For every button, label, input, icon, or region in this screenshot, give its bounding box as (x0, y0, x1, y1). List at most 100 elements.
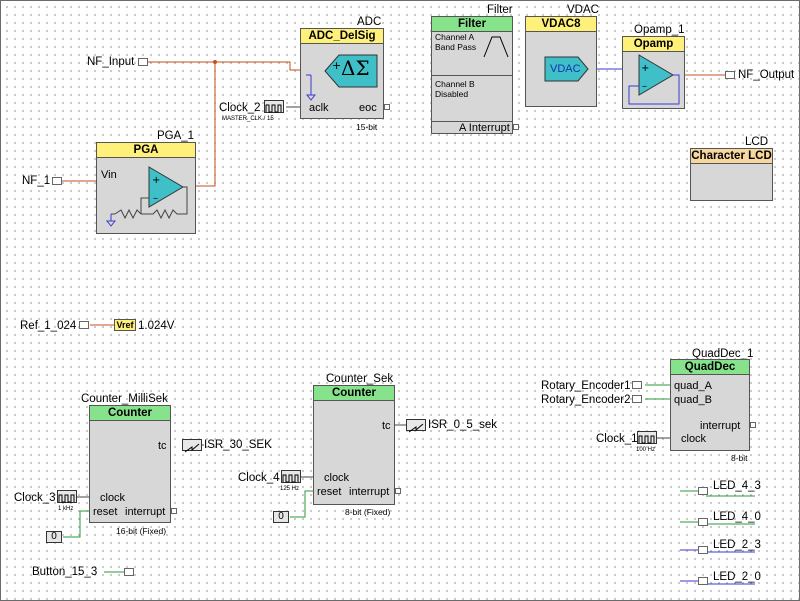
wire-pga-out[interactable] (188, 62, 216, 187)
clock-4-icon[interactable] (281, 470, 301, 483)
counter-sek-block[interactable]: Counter tc clock reset interrupt (313, 385, 395, 505)
clock-2-freq: MASTER_CLK / 15 (222, 116, 274, 122)
constant-0-box-1[interactable]: 0 (46, 531, 62, 543)
quaddec-footer: 8-bit (731, 453, 748, 463)
counter-sek-type: Counter (314, 386, 394, 401)
adc-footer: 15-bit (356, 122, 378, 132)
led-4-0-pin-icon[interactable] (698, 518, 708, 526)
quaddec-interrupt-terminal[interactable] (750, 422, 756, 428)
led-2-0-pin-icon[interactable] (698, 577, 708, 585)
pga-amplifier-icon: + – (105, 166, 188, 227)
counter-sek-port-reset: reset (317, 486, 342, 498)
nf-input-pin-icon[interactable] (138, 58, 148, 66)
counter-sek-footer: 8-bit (Fixed) (345, 507, 391, 517)
nf-output-label: NF_Output (738, 69, 795, 81)
clock-2-icon[interactable] (264, 100, 284, 113)
clock-2-label: Clock_2 (219, 102, 261, 114)
led-2-3-label: LED_2_3 (713, 539, 761, 551)
filter-block[interactable]: Filter Channel A Band Pass Channel B Dis… (431, 16, 513, 134)
button-pin-icon[interactable] (124, 568, 134, 576)
wire-reset-1[interactable] (63, 510, 90, 538)
adc-delsig-block[interactable]: ADC_DelSig + ΔΣ aclk eoc (300, 28, 384, 119)
square-wave-icon (265, 104, 282, 113)
wire-nf-input[interactable] (148, 61, 303, 71)
rotary-1-pin-icon[interactable] (632, 381, 642, 389)
ref-label: Ref_1_024 (20, 320, 77, 332)
adc-port-eoc: eoc (359, 102, 377, 114)
adc-symbol: ΔΣ (341, 56, 370, 80)
vref-value: 1.024V (138, 320, 175, 332)
square-wave-icon (282, 474, 299, 483)
counter-millisek-type: Counter (90, 406, 170, 421)
adc-eoc-terminal[interactable] (384, 104, 390, 110)
clock-3-label: Clock_3 (14, 492, 56, 504)
svg-text:–: – (642, 81, 647, 92)
counter-sek-interrupt-terminal[interactable] (395, 488, 401, 494)
rotary-2-pin-icon[interactable] (632, 395, 642, 403)
clock-1-label: Clock_1 (596, 433, 638, 445)
filter-interrupt-terminal[interactable] (513, 124, 519, 130)
button-label: Button_15_3 (32, 566, 98, 578)
quaddec-block[interactable]: QuadDec quad_A quad_B interrupt clock (670, 359, 750, 451)
opamp-triangle-icon: + – (628, 54, 680, 105)
led-2-3-pin-icon[interactable] (698, 546, 708, 554)
clock-4-freq: 125 Hz (280, 486, 300, 492)
pga-block[interactable]: PGA Vin + – (96, 142, 196, 234)
square-wave-icon (58, 494, 75, 503)
interrupt-bolt-icon (408, 423, 424, 433)
adc-type-label: ADC_DelSig (301, 29, 383, 44)
pga-port-vin: Vin (101, 169, 117, 181)
quaddec-port-interrupt: interrupt (700, 420, 741, 432)
wire-reset-2[interactable] (290, 490, 314, 518)
filter-ch-a-line1: Channel A (435, 32, 475, 42)
counter-sek-instance: Counter_Sek (326, 373, 394, 385)
constant-0-box-2[interactable]: 0 (273, 511, 289, 523)
filter-port-interrupt: A Interrupt (459, 122, 510, 134)
isr-05-icon[interactable] (406, 419, 426, 433)
delta-sigma-icon: + (305, 54, 378, 101)
filter-instance-name: Filter (487, 4, 513, 16)
counter-sek-port-clock: clock (324, 472, 350, 484)
clock-1-freq: 100 Hz (636, 447, 656, 453)
counter-millisek-port-interrupt: interrupt (125, 506, 166, 518)
junction-dot (213, 60, 217, 64)
pga-type-label: PGA (97, 143, 195, 158)
rotary-1-label: Rotary_Encoder1 (541, 380, 631, 392)
quaddec-instance: QuadDec_1 (692, 348, 754, 360)
ref-pin-icon[interactable] (79, 321, 89, 329)
vdac8-block[interactable]: VDAC8 VDAC (525, 16, 597, 107)
led-4-0-label: LED_4_0 (713, 511, 761, 523)
filter-divider-bottom (432, 121, 512, 122)
opamp-block[interactable]: Opamp + – (622, 36, 685, 109)
opamp-instance-name: Opamp_1 (634, 24, 685, 36)
vref-block[interactable]: Vref (114, 319, 136, 331)
clock-1-icon[interactable] (637, 431, 657, 444)
clock-3-icon[interactable] (57, 490, 77, 503)
filter-type-label: Filter (432, 17, 512, 32)
counter-millisek-interrupt-terminal[interactable] (171, 508, 177, 514)
svg-text:+: + (332, 59, 341, 72)
bandpass-icon (483, 36, 509, 58)
clock-4-label: Clock_4 (238, 472, 280, 484)
square-wave-icon (638, 435, 655, 444)
filter-ch-a-line2: Band Pass (435, 42, 477, 52)
isr-30-label: ISR_30_SEK (204, 439, 272, 451)
vdac-type-label: VDAC8 (526, 17, 596, 32)
nf-output-pin-icon[interactable] (725, 71, 735, 79)
vdac-symbol-label: VDAC (550, 63, 581, 75)
vdac-instance-name: VDAC (567, 4, 599, 16)
led-2-0-label: LED_2_0 (713, 571, 761, 583)
nf-1-pin-icon[interactable] (52, 177, 62, 185)
counter-sek-port-tc: tc (382, 420, 391, 432)
counter-millisek-footer: 16-bit (Fixed) (116, 526, 167, 536)
adc-instance-name: ADC (357, 16, 382, 28)
adc-port-aclk: aclk (309, 102, 329, 114)
led-4-3-pin-icon[interactable] (698, 487, 708, 495)
counter-millisek-port-tc: tc (158, 440, 167, 452)
isr-30-icon[interactable] (182, 439, 202, 453)
svg-text:–: – (153, 193, 158, 204)
pga-instance-name: PGA_1 (157, 130, 195, 142)
character-lcd-block[interactable]: Character LCD (690, 148, 773, 201)
counter-millisek-block[interactable]: Counter tc clock reset interrupt (89, 405, 171, 523)
